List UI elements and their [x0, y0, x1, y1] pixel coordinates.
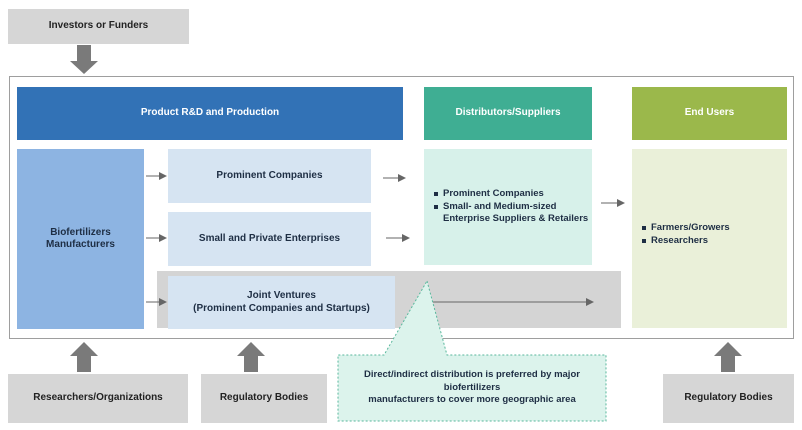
callout-line2: manufacturers to cover more geographic a…	[368, 394, 576, 406]
regulatory-bodies-label-right: Regulatory Bodies	[684, 392, 773, 404]
distributors-item1-text: Prominent Companies	[443, 188, 544, 200]
end-users-item1-text: Farmers/Growers	[651, 222, 730, 234]
regulatory-left-up-arrow	[237, 342, 265, 372]
researchers-organizations-box: Researchers/Organizations	[8, 374, 188, 423]
investors-box: Investors or Funders	[8, 9, 189, 44]
small-private-label: Small and Private Enterprises	[198, 232, 341, 244]
joint-ventures-line2: (Prominent Companies and Startups)	[193, 302, 370, 314]
end-users-item2-text: Researchers	[651, 234, 709, 246]
end-users-item-researchers: Researchers	[642, 235, 730, 247]
regulatory-right-up-arrow	[714, 342, 742, 372]
regulatory-bodies-box-left: Regulatory Bodies	[201, 374, 327, 423]
manufacturers-line1: Biofertilizers	[50, 226, 111, 238]
manufacturers-line2: Manufacturers	[46, 239, 115, 250]
distributors-header: Distributors/Suppliers	[424, 87, 592, 140]
end-users-box: Farmers/Growers Researchers	[632, 149, 787, 328]
prominent-companies-box: Prominent Companies	[168, 149, 371, 203]
distributors-item2-line1: Small- and Medium-sized	[443, 200, 557, 212]
distributors-item2-line2: Enterprise Suppliers & Retailers	[443, 213, 589, 225]
regulatory-bodies-label-left: Regulatory Bodies	[219, 392, 309, 404]
investors-label: Investors or Funders	[48, 20, 149, 32]
end-users-item-farmers: Farmers/Growers	[642, 222, 730, 234]
distributors-box: Prominent Companies Small- and Medium-si…	[424, 149, 592, 265]
researchers-organizations-label: Researchers/Organizations	[33, 392, 163, 404]
end-users-header: End Users	[632, 87, 787, 140]
end-users-list: Farmers/Growers Researchers	[632, 222, 730, 247]
joint-ventures-line1: Joint Ventures	[247, 290, 316, 301]
regulatory-bodies-box-right: Regulatory Bodies	[663, 374, 794, 423]
callout-line1: Direct/indirect distribution is preferre…	[364, 368, 580, 393]
joint-ventures-box: Joint Ventures (Prominent Companies and …	[168, 276, 395, 329]
investors-down-arrow	[70, 45, 98, 74]
rd-production-header: Product R&D and Production	[17, 87, 403, 140]
distributors-item-prominent: Prominent Companies	[434, 188, 588, 200]
distributors-item-sme: Small- and Medium-sized Enterprise Suppl…	[434, 201, 588, 226]
manufacturers-box: Biofertilizers Manufacturers	[17, 149, 144, 329]
small-private-box: Small and Private Enterprises	[168, 212, 371, 266]
distributors-label: Distributors/Suppliers	[455, 107, 561, 119]
end-users-label: End Users	[684, 107, 735, 119]
distributors-list: Prominent Companies Small- and Medium-si…	[424, 188, 588, 225]
researchers-up-arrow	[70, 342, 98, 372]
callout-text: Direct/indirect distribution is preferre…	[338, 356, 606, 420]
callout-shape	[337, 279, 607, 422]
rd-production-label: Product R&D and Production	[140, 107, 280, 119]
prominent-companies-label: Prominent Companies	[216, 169, 323, 181]
